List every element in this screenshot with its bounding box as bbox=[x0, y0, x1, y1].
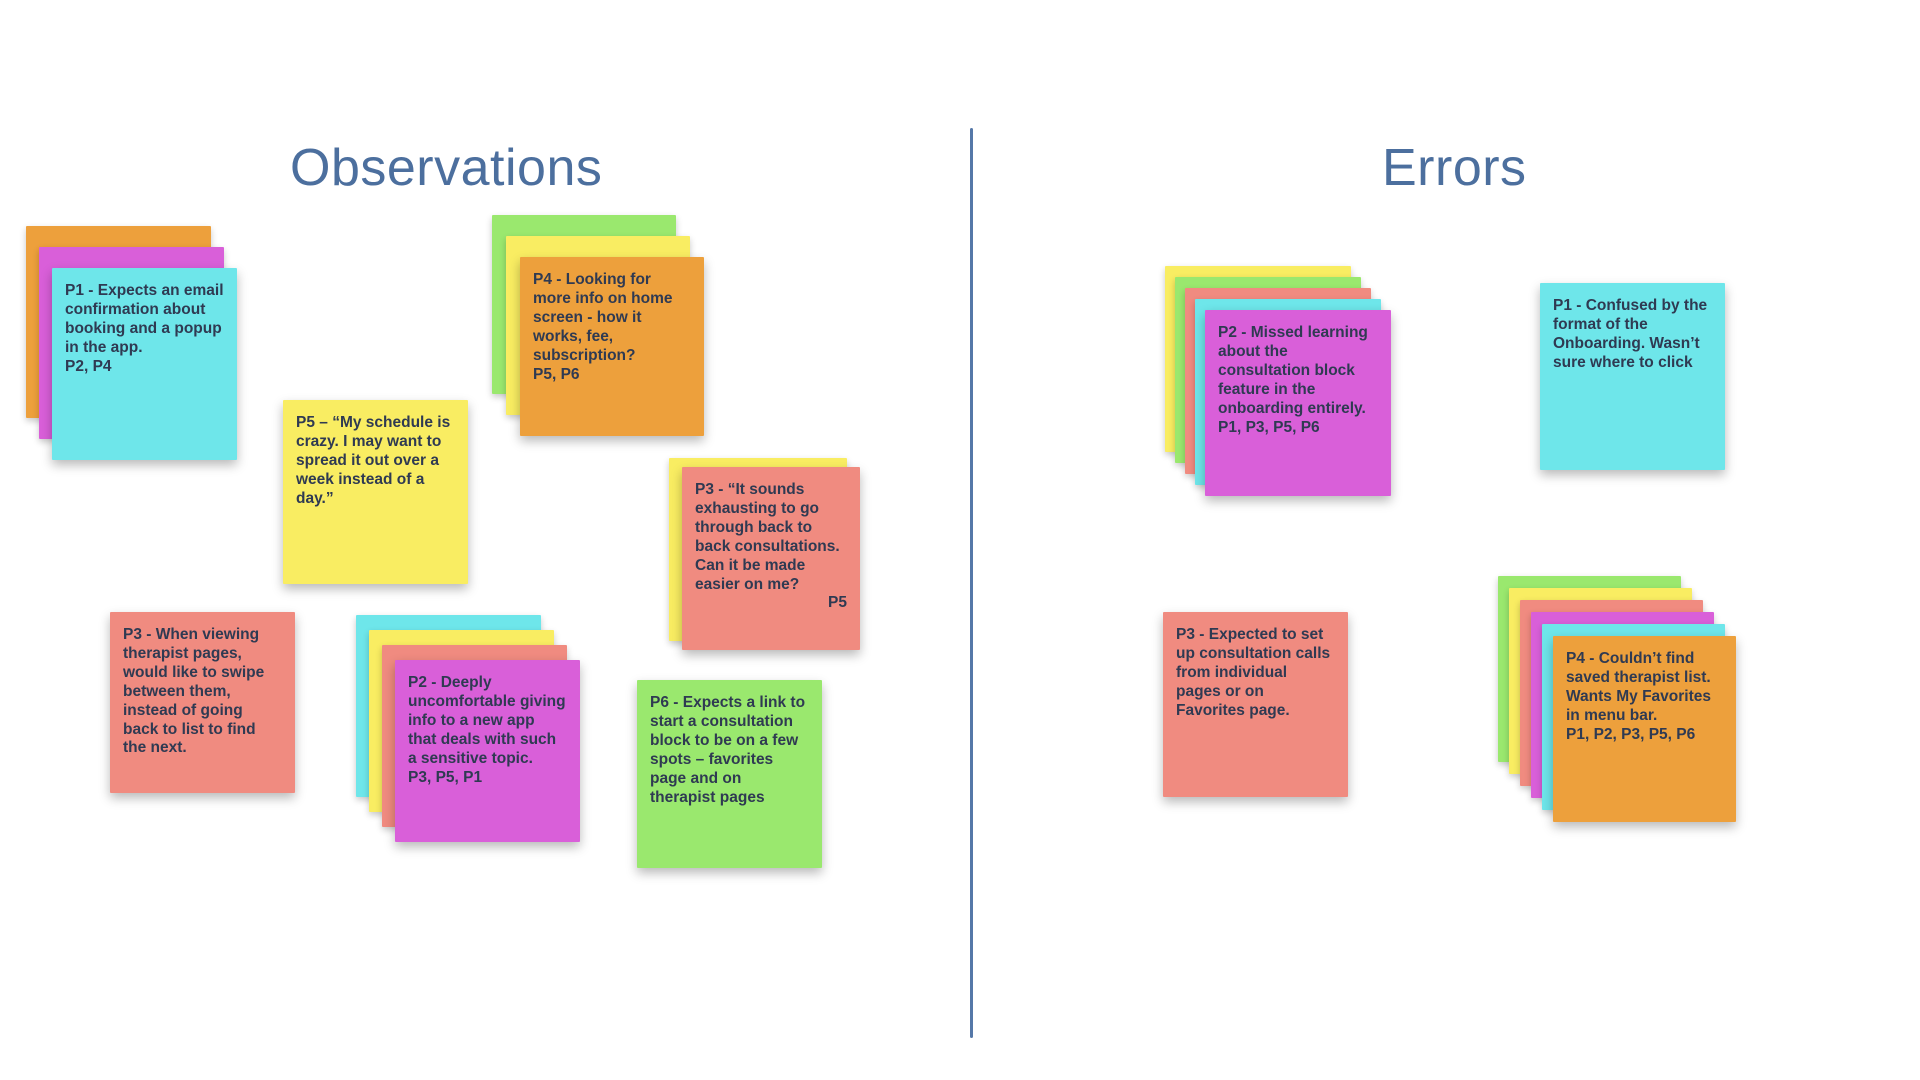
sticky-note-text: P1 - Expects an email confirmation about… bbox=[65, 282, 228, 356]
note-stack-obs-p6-link[interactable]: P6 - Expects a link to start a consultat… bbox=[637, 680, 825, 872]
column-divider bbox=[970, 128, 973, 1038]
note-stack-obs-p3-consultations[interactable]: P3 - “It sounds exhausting to go through… bbox=[669, 458, 867, 657]
sticky-note-text: P3 - “It sounds exhausting to go through… bbox=[695, 481, 845, 593]
sticky-note-participant-tag: P2, P4 bbox=[65, 357, 112, 375]
column-heading-observations: Observations bbox=[290, 139, 603, 197]
sticky-note[interactable]: P6 - Expects a link to start a consultat… bbox=[637, 680, 822, 868]
sticky-note[interactable]: P1 - Confused by the format of the Onboa… bbox=[1540, 283, 1725, 470]
sticky-note-text: P3 - When viewing therapist pages, would… bbox=[123, 626, 269, 757]
sticky-note-text: P6 - Expects a link to start a consultat… bbox=[650, 694, 810, 806]
sticky-note-text: P5 – “My schedule is crazy. I may want t… bbox=[296, 414, 455, 507]
sticky-note[interactable]: P1 - Expects an email confirmation about… bbox=[52, 268, 237, 460]
sticky-note-text: P1 - Confused by the format of the Onboa… bbox=[1553, 297, 1712, 371]
note-stack-err-p1-onboarding-format[interactable]: P1 - Confused by the format of the Onboa… bbox=[1540, 283, 1728, 473]
sticky-note[interactable]: P3 - Expected to set up consultation cal… bbox=[1163, 612, 1348, 797]
sticky-note[interactable]: P4 - Looking for more info on home scree… bbox=[520, 257, 704, 436]
note-stack-obs-p5-schedule[interactable]: P5 – “My schedule is crazy. I may want t… bbox=[283, 400, 473, 590]
note-stack-err-p2-onboarding[interactable]: P2 - Missed learning about the consultat… bbox=[1165, 266, 1403, 510]
sticky-note[interactable]: P2 - Deeply uncomfortable giving info to… bbox=[395, 660, 580, 842]
sticky-note-participant-tag: P3, P5, P1 bbox=[408, 768, 483, 786]
sticky-note-participant-tag: P1, P2, P3, P5, P6 bbox=[1566, 725, 1696, 743]
sticky-note[interactable]: P2 - Missed learning about the consultat… bbox=[1205, 310, 1391, 496]
note-stack-obs-p4-home-screen[interactable]: P4 - Looking for more info on home scree… bbox=[492, 215, 715, 447]
sticky-note[interactable]: P3 - When viewing therapist pages, would… bbox=[110, 612, 295, 793]
sticky-note-text: P4 - Looking for more info on home scree… bbox=[533, 271, 677, 364]
sticky-note-text: P2 - Missed learning about the consultat… bbox=[1218, 324, 1373, 417]
note-stack-obs-p1-email[interactable]: P1 - Expects an email confirmation about… bbox=[26, 226, 252, 483]
note-stack-obs-p2-uncomfortable[interactable]: P2 - Deeply uncomfortable giving info to… bbox=[356, 615, 585, 850]
note-stack-obs-p3-swipe[interactable]: P3 - When viewing therapist pages, would… bbox=[110, 612, 298, 797]
note-stack-err-p4-favorites[interactable]: P4 - Couldn’t find saved therapist list.… bbox=[1498, 576, 1743, 831]
column-heading-errors: Errors bbox=[1382, 139, 1527, 197]
sticky-note-text: P4 - Couldn’t find saved therapist list.… bbox=[1566, 650, 1716, 724]
sticky-note-participant-tag: P5, P6 bbox=[533, 365, 580, 383]
sticky-note[interactable]: P5 – “My schedule is crazy. I may want t… bbox=[283, 400, 468, 584]
note-stack-err-p3-consultation-calls[interactable]: P3 - Expected to set up consultation cal… bbox=[1163, 612, 1353, 802]
sticky-note-participant-tag: P1, P3, P5, P6 bbox=[1218, 418, 1320, 436]
sticky-note-text: P3 - Expected to set up consultation cal… bbox=[1176, 626, 1335, 719]
sticky-note-participant-tag: P5 bbox=[828, 594, 847, 612]
sticky-note[interactable]: P4 - Couldn’t find saved therapist list.… bbox=[1553, 636, 1736, 822]
sticky-note[interactable]: P3 - “It sounds exhausting to go through… bbox=[682, 467, 860, 650]
sticky-note-text: P2 - Deeply uncomfortable giving info to… bbox=[408, 674, 570, 767]
